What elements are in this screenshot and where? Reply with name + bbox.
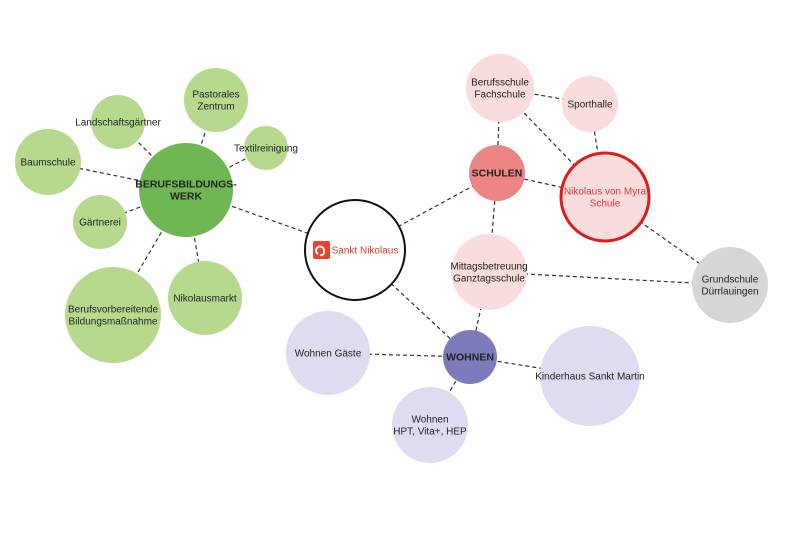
node-label: Landschaftsgärtner <box>75 118 161 129</box>
node-label: Dürrlauingen <box>701 287 758 298</box>
node-label: HPT, Vita+, HEP <box>393 427 467 438</box>
node-circle <box>469 145 525 201</box>
node-markt[interactable]: Nikolausmarkt <box>168 261 242 335</box>
node-circle <box>15 129 81 195</box>
node-label: Gärtnerei <box>79 218 121 229</box>
node-textil[interactable]: Textilreinigung <box>234 126 298 170</box>
node-label: Fachschule <box>474 90 526 101</box>
node-circle <box>304 199 406 301</box>
node-circle <box>73 195 127 249</box>
node-circle <box>168 261 242 335</box>
node-bbw[interactable]: BERUFSBILDUNGS-WERK <box>135 143 237 237</box>
node-gaertnerei[interactable]: Gärtnerei <box>73 195 127 249</box>
node-circle <box>139 143 233 237</box>
node-circle <box>392 387 468 463</box>
node-sn[interactable]: Sankt Nikolaus <box>304 199 406 301</box>
node-label: BERUFSBILDUNGS- <box>135 179 237 191</box>
node-circle <box>559 151 651 243</box>
connector-mittag-grund <box>488 271 731 286</box>
node-circle <box>466 54 534 122</box>
node-circle <box>244 126 288 170</box>
node-label: Berufsschule <box>471 78 529 89</box>
node-label: Ganztagsschule <box>453 274 525 285</box>
node-label: WERK <box>170 191 202 203</box>
nodes: BERUFSBILDUNGS-WERK PastoralesZentrumLand… <box>15 54 768 463</box>
node-label: Schule <box>590 199 621 210</box>
node-landschaft[interactable]: Landschaftsgärtner <box>75 95 161 149</box>
node-baumschule[interactable]: Baumschule <box>15 129 81 195</box>
node-label: SCHULEN <box>472 168 523 180</box>
node-label: Mittagsbetreuung <box>450 262 527 273</box>
node-circle <box>443 330 497 384</box>
node-label: Nikolausmarkt <box>173 294 237 305</box>
node-label: Zentrum <box>197 102 234 113</box>
node-label: Pastorales <box>192 90 239 101</box>
node-circle <box>91 95 145 149</box>
node-circle <box>184 68 248 132</box>
connector-sn-wohnen <box>354 249 471 358</box>
node-label: Grundschule <box>702 275 759 286</box>
node-circle <box>692 247 768 323</box>
node-kinderhaus[interactable]: Kinderhaus Sankt Martin <box>535 326 645 426</box>
node-wohnen[interactable]: WOHNEN <box>443 330 497 384</box>
node-label: Textilreinigung <box>234 144 298 155</box>
node-circle <box>540 326 640 426</box>
node-label: Sankt Nikolaus <box>332 246 399 257</box>
node-label: Kinderhaus Sankt Martin <box>535 372 645 383</box>
node-sporthalle[interactable]: Sporthalle <box>562 76 618 132</box>
node-circle <box>562 76 618 132</box>
node-label: Nikolaus von Myra <box>564 187 647 198</box>
node-label: Berufsvorbereitende <box>68 305 158 316</box>
node-circle <box>451 234 527 310</box>
node-gaeste[interactable]: Wohnen Gäste <box>286 311 370 395</box>
node-label: Wohnen Gäste <box>295 349 362 360</box>
node-label: Wohnen <box>411 415 448 426</box>
node-schulen[interactable]: SCHULEN <box>469 145 525 201</box>
node-label: Baumschule <box>20 158 75 169</box>
node-label: Bildungsmaßnahme <box>69 317 158 328</box>
sankt-nikolaus-logo-icon <box>313 241 330 259</box>
node-circle <box>286 311 370 395</box>
node-label: Sporthalle <box>567 100 612 111</box>
node-circle <box>65 267 161 363</box>
node-label: WOHNEN <box>446 352 494 364</box>
